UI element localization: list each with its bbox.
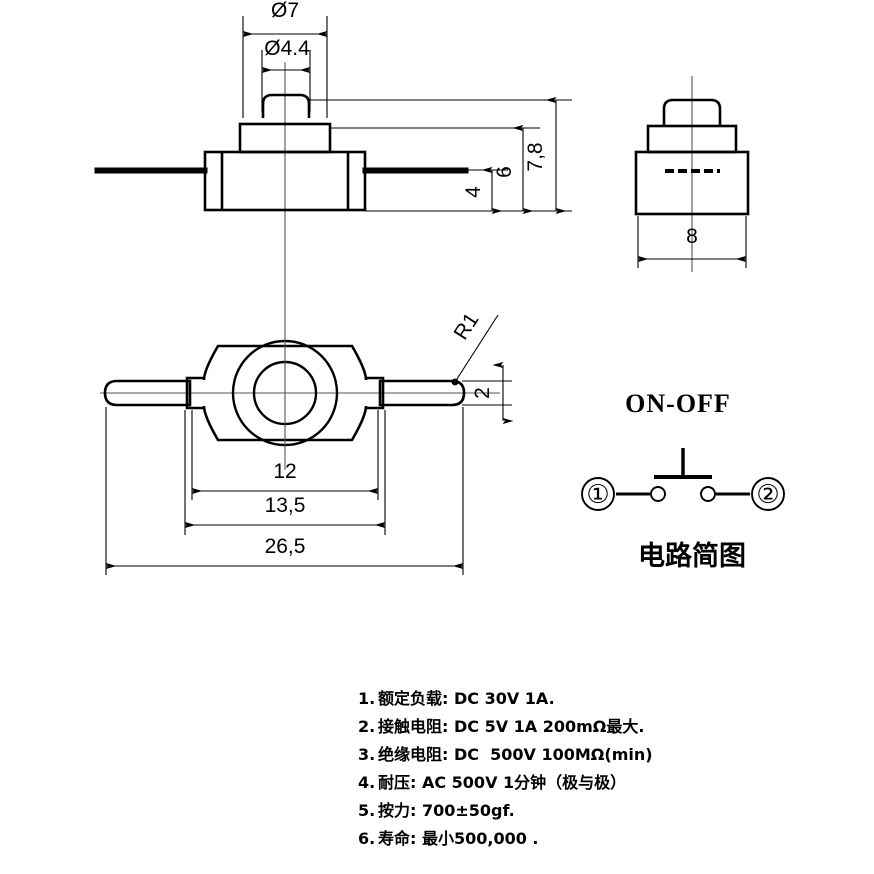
dimension-dia7: Ø7 xyxy=(242,0,328,118)
spec-text-3: 绝缘电阻: DC 500V 100MΩ(min) xyxy=(378,745,653,764)
circuit-caption: 电路简图 xyxy=(638,540,746,572)
plan-body-outline xyxy=(185,344,385,442)
plan-view: R1 2 12 13,5 xyxy=(100,309,514,575)
dimension-label-r1: R1 xyxy=(450,309,484,344)
spec-index-1: 1. xyxy=(358,689,375,708)
dimension-label-t2: 2 xyxy=(471,387,494,399)
dimension-label-w8: 8 xyxy=(686,225,698,248)
spec-item-2: 2. 接触电阻: DC 5V 1A 200mΩ最大. xyxy=(358,717,645,736)
dimension-h6: 6 xyxy=(493,124,534,215)
dimension-h78: 7,8 xyxy=(524,96,567,215)
spec-item-3: 3. 绝缘电阻: DC 500V 100MΩ(min) xyxy=(358,745,653,764)
circuit-schematic: ON-OFF ① ② 电路简图 xyxy=(581,389,785,572)
dimension-w8: 8 xyxy=(637,216,747,268)
spec-item-5: 5. 按力: 700±50gf. xyxy=(358,801,515,820)
dimension-label-dia7: Ø7 xyxy=(271,0,299,22)
dimension-label-h4: 4 xyxy=(462,186,485,198)
spec-text-5: 按力: 700±50gf. xyxy=(378,801,515,820)
end-elevation-view: 8 xyxy=(634,76,750,272)
dimension-label-dia44: Ø4.4 xyxy=(264,37,310,60)
spec-item-1: 1. 额定负载: DC 30V 1A. xyxy=(358,689,555,708)
dimension-label-w135: 13,5 xyxy=(265,494,306,517)
dimension-label-w12: 12 xyxy=(273,460,296,483)
dimension-w265: 26,5 xyxy=(105,407,464,575)
end-view-collar xyxy=(646,124,738,154)
terminal-lead-left xyxy=(94,167,208,174)
dimension-t2: 2 xyxy=(462,361,514,425)
spec-index-3: 3. xyxy=(358,745,375,764)
spec-item-4: 4. 耐压: AC 500V 1分钟（极与极） xyxy=(358,773,626,792)
switch-plunger xyxy=(261,93,311,118)
terminal-2-ring xyxy=(751,477,785,511)
contact-node-left xyxy=(650,486,666,502)
switch-collar xyxy=(238,122,332,154)
leader-line xyxy=(451,314,499,386)
side-elevation-view: Ø7 Ø4.4 xyxy=(94,0,572,330)
dimension-dia44: Ø4.4 xyxy=(261,37,311,112)
spec-item-6: 6. 寿命: 最小500,000 . xyxy=(358,829,539,848)
dimension-r1: R1 xyxy=(450,309,499,386)
spec-index-2: 2. xyxy=(358,717,375,736)
spec-index-6: 6. xyxy=(358,829,375,848)
contact-node-right xyxy=(700,486,716,502)
spec-text-4: 耐压: AC 500V 1分钟（极与极） xyxy=(378,773,626,792)
dimension-label-w265: 26,5 xyxy=(265,535,306,558)
spec-text-6: 寿命: 最小500,000 . xyxy=(378,829,539,848)
plan-lead-left xyxy=(103,379,192,407)
dimension-w135: 13,5 xyxy=(184,410,386,535)
dimension-label-h78: 7,8 xyxy=(524,142,547,171)
spec-index-5: 5. xyxy=(358,801,375,820)
terminal-1-ring xyxy=(581,477,615,511)
dimension-w12: 12 xyxy=(191,410,379,500)
specification-list: 1. 额定负载: DC 30V 1A. 2. 接触电阻: DC 5V 1A 20… xyxy=(358,689,653,848)
dimension-label-h6: 6 xyxy=(493,166,516,178)
circuit-mode-label: ON-OFF xyxy=(625,389,731,418)
terminal-1-label: ① xyxy=(586,480,609,510)
spec-index-4: 4. xyxy=(358,773,375,792)
terminal-2-label: ② xyxy=(756,480,779,510)
spec-text-2: 接触电阻: DC 5V 1A 200mΩ最大. xyxy=(378,717,645,736)
end-view-plunger xyxy=(662,98,722,126)
spec-text-1: 额定负载: DC 30V 1A. xyxy=(378,689,555,708)
dimension-h4: 4 xyxy=(462,166,503,215)
